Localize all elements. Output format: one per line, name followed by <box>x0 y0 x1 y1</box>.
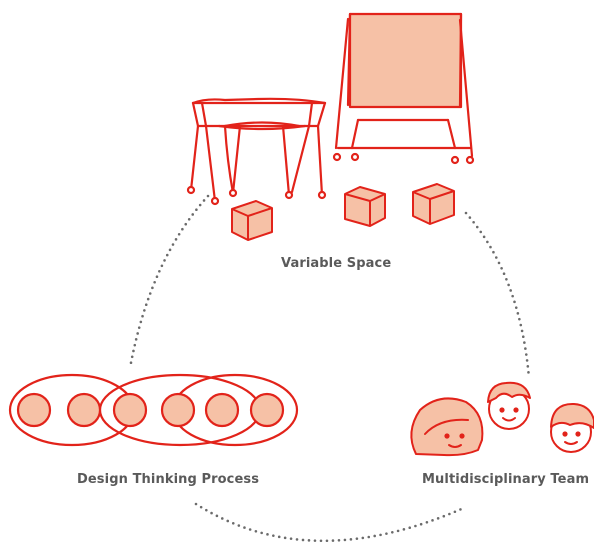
face-icon <box>487 381 531 430</box>
dotted-cycle <box>128 194 531 543</box>
design-thinking-process-label: Design Thinking Process <box>77 472 260 487</box>
cube-icon <box>231 200 273 241</box>
chain-of-circles-icon <box>8 373 299 447</box>
dotted-arc-bottom <box>194 502 468 543</box>
cube-icon <box>412 183 455 225</box>
dotted-arc-right <box>464 211 531 380</box>
dotted-arc-left <box>128 194 210 370</box>
whiteboard-icon <box>332 12 475 165</box>
table-icon <box>186 97 327 206</box>
face-icon <box>410 397 484 457</box>
cube-icon <box>344 186 386 227</box>
variable-space-label: Variable Space <box>281 256 392 271</box>
multidisciplinary-team-label: Multidisciplinary Team <box>422 472 590 487</box>
face-icon <box>550 402 594 453</box>
